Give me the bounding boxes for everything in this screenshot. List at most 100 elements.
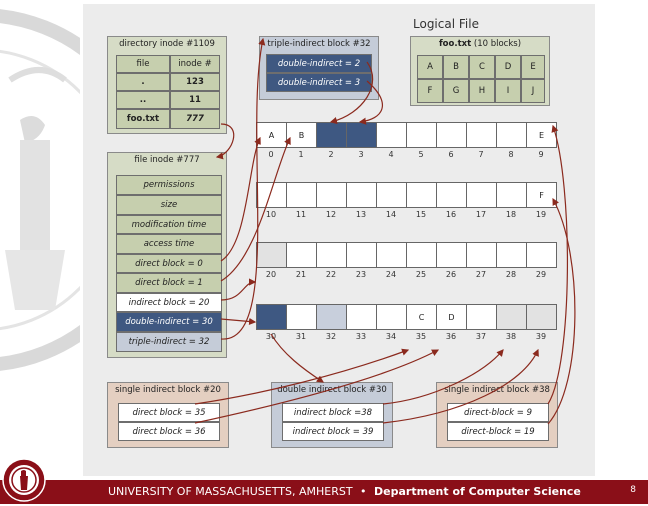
triple-indirect-title: triple-indirect block #32 [267, 39, 371, 49]
dir-row-inode: 123 [170, 73, 220, 91]
logical-block: H [469, 79, 495, 103]
disk-block-number: 10 [265, 210, 277, 219]
disk-block-number: 39 [535, 332, 547, 341]
umass-seal-icon [2, 458, 46, 502]
triple-indirect-entry: double-indirect = 3 [266, 73, 372, 92]
disk-block-number: 0 [268, 150, 274, 159]
disk-block-number: 12 [325, 210, 337, 219]
single-indirect-20-entry: direct block = 36 [118, 422, 220, 441]
directory-inode-box: directory inode #1109 file inode # . 123… [107, 36, 227, 134]
disk-block [496, 242, 527, 268]
disk-block [346, 242, 377, 268]
double-indirect-30-entry: indirect block = 39 [282, 422, 384, 441]
disk-block [466, 242, 497, 268]
disk-block-number: 17 [475, 210, 487, 219]
logical-block: F [417, 79, 443, 103]
disk-block [496, 182, 527, 208]
triple-indirect-entry: double-indirect = 2 [266, 54, 372, 73]
disk-block-number: 27 [475, 270, 487, 279]
logical-block: D [495, 55, 521, 79]
arrow-dir-to-inode [215, 123, 235, 160]
inode-field: size [116, 195, 222, 215]
arrow-indirect-20 [220, 278, 257, 301]
arrow-direct-0 [220, 136, 261, 262]
disk-block [346, 304, 377, 330]
arrow-block30-to-d30 [270, 333, 325, 383]
footer-department: Department of Computer Science [374, 485, 581, 498]
double-indirect-30-box: double indirect block #30 indirect block… [271, 382, 393, 448]
footer-bar: UNIVERSITY OF MASSACHUSETTS, AMHERST • D… [0, 480, 648, 504]
disk-block [466, 122, 497, 148]
footer-separator: • [360, 485, 367, 498]
inode-field: direct block = 1 [116, 273, 222, 293]
arrow-d30-to-39 [382, 348, 539, 424]
pointer-arrows [194, 37, 576, 425]
disk-block-number: 30 [265, 332, 277, 341]
inode-field: indirect block = 20 [116, 293, 222, 312]
file-system-diagram: Logical File directory inode #1109 file … [83, 4, 595, 476]
footer-text: UNIVERSITY OF MASSACHUSETTS, AMHERST • D… [108, 485, 581, 498]
disk-block [436, 242, 467, 268]
arrow-double-30 [220, 317, 257, 326]
arrow-d30-to-38 [382, 349, 504, 405]
arrow-direct-1 [220, 136, 291, 282]
disk-block-number: 2 [328, 150, 334, 159]
disk-block [316, 182, 347, 208]
disk-block [526, 304, 557, 330]
logical-file-size: (10 blocks) [473, 39, 522, 49]
disk-block-number: 19 [535, 210, 547, 219]
arrow-triple-32 [220, 37, 266, 340]
arrow-triple-to-3 [358, 80, 383, 125]
disk-block [286, 304, 317, 330]
double-indirect-30-entry: indirect block =38 [282, 403, 384, 422]
disk-block-number: 28 [505, 270, 517, 279]
disk-block [286, 242, 317, 268]
disk-block [466, 304, 497, 330]
disk-block [496, 122, 527, 148]
disk-block-number: 13 [355, 210, 367, 219]
logical-block: B [443, 55, 469, 79]
arrow-b20-to-36 [194, 349, 440, 424]
disk-block-number: 34 [385, 332, 397, 341]
logical-file-title: Logical File [413, 17, 479, 31]
disk-block-number: 24 [385, 270, 397, 279]
disk-block [376, 122, 407, 148]
single-indirect-20-entry: direct block = 35 [118, 403, 220, 422]
disk-block-number: 31 [295, 332, 307, 341]
arrow-b38-to-9 [547, 124, 569, 405]
disk-block-number: 23 [355, 270, 367, 279]
directory-inode-title: directory inode #1109 [119, 39, 215, 49]
disk-block [376, 242, 407, 268]
inode-field: double-indirect = 30 [116, 312, 222, 332]
disk-block-number: 16 [445, 210, 457, 219]
footer-university: UNIVERSITY OF MASSACHUSETTS, AMHERST [108, 485, 353, 498]
disk-block-number: 5 [418, 150, 424, 159]
file-inode-title: file inode #777 [134, 155, 200, 165]
inode-field: access time [116, 234, 222, 254]
disk-block: D [436, 304, 467, 330]
logical-block: E [521, 55, 545, 79]
disk-block-number: 20 [265, 270, 277, 279]
logical-block: A [417, 55, 443, 79]
dir-header-inode: inode # [170, 55, 220, 73]
disk-block-number: 32 [325, 332, 337, 341]
logical-block: J [521, 79, 545, 103]
arrow-b20-to-35 [194, 348, 410, 405]
disk-block: C [406, 304, 437, 330]
disk-block-number: 38 [505, 332, 517, 341]
disk-block: F [526, 182, 557, 208]
dir-row-inode: 11 [170, 91, 220, 109]
logical-block: C [469, 55, 495, 79]
disk-block-number: 11 [295, 210, 307, 219]
single-indirect-38-entry: direct-block = 19 [447, 422, 549, 441]
page-number: 8 [630, 485, 636, 495]
dir-row-file: foo.txt [116, 109, 170, 129]
logical-file-caption: foo.txt (10 blocks) [411, 39, 549, 49]
disk-block-number: 29 [535, 270, 547, 279]
disk-block-number: 36 [445, 332, 457, 341]
disk-block-number: 7 [478, 150, 484, 159]
university-seal-watermark [0, 0, 80, 480]
disk-block-number: 3 [358, 150, 364, 159]
single-indirect-20-box: single indirect block #20 direct block =… [107, 382, 229, 448]
logical-block: G [443, 79, 469, 103]
